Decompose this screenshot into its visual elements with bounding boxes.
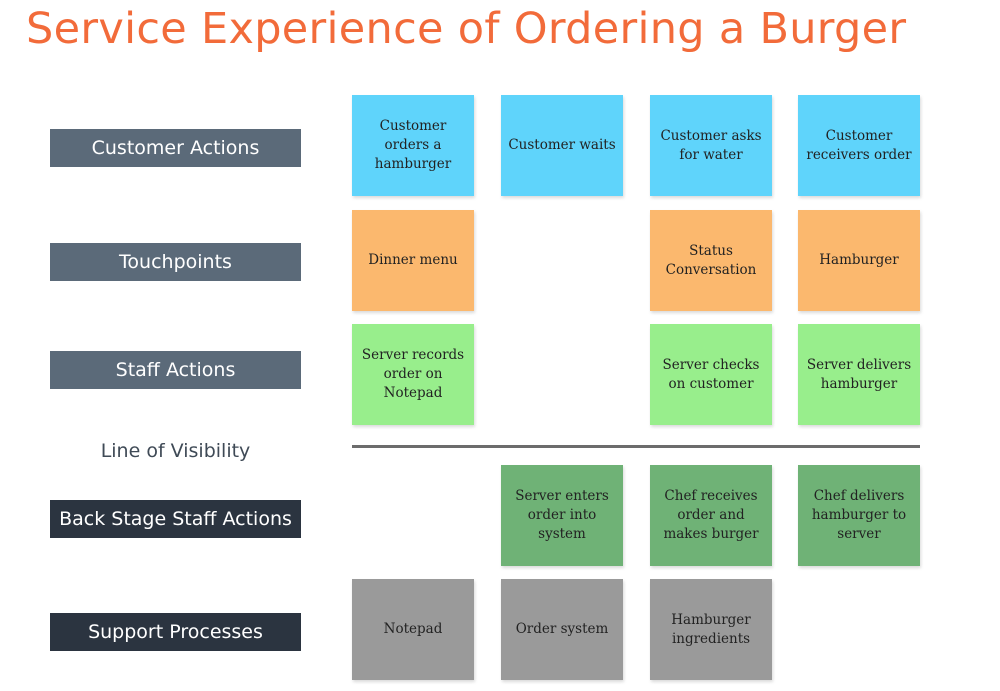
note-customer-waits: Customer waits [501, 95, 623, 196]
row-label-staff-actions: Staff Actions [50, 351, 301, 389]
line-of-visibility [352, 445, 920, 448]
row-label-customer-actions: Customer Actions [50, 129, 301, 167]
note-status-conversation: Status Conversation [650, 210, 772, 311]
note-server-delivers-hamburger: Server delivers hamburger [798, 324, 920, 425]
note-server-records-order: Server records order on Notepad [352, 324, 474, 425]
note-notepad: Notepad [352, 579, 474, 680]
note-customer-orders: Customer orders a hamburger [352, 95, 474, 196]
note-dinner-menu: Dinner menu [352, 210, 474, 311]
row-label-support-processes: Support Processes [50, 613, 301, 651]
line-of-visibility-label: Line of Visibility [100, 440, 251, 462]
row-label-touchpoints: Touchpoints [50, 243, 301, 281]
note-server-checks-customer: Server checks on customer [650, 324, 772, 425]
diagram-title: Service Experience of Ordering a Burger [26, 4, 907, 54]
note-customer-asks-water: Customer asks for water [650, 95, 772, 196]
note-hamburger-ingredients: Hamburger ingredients [650, 579, 772, 680]
note-server-enters-order: Server enters order into system [501, 465, 623, 566]
note-customer-receives-order: Customer receivers order [798, 95, 920, 196]
note-chef-delivers-hamburger: Chef delivers hamburger to server [798, 465, 920, 566]
note-hamburger: Hamburger [798, 210, 920, 311]
note-order-system: Order system [501, 579, 623, 680]
row-label-back-stage-staff-actions: Back Stage Staff Actions [50, 500, 301, 538]
note-chef-receives-order: Chef receives order and makes burger [650, 465, 772, 566]
